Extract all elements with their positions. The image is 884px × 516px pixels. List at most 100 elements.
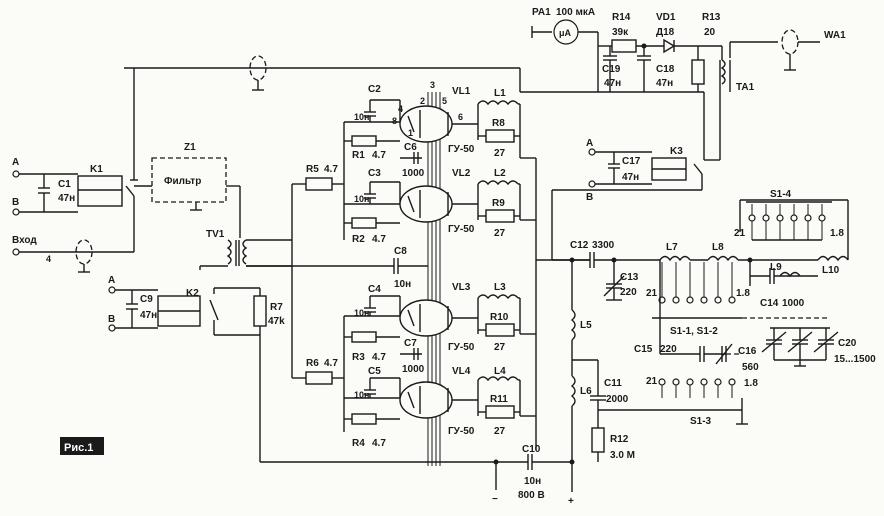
r3-value: 4.7 [372, 352, 386, 363]
c10-value: 10н [524, 476, 541, 487]
switch-s1-4[interactable] [746, 201, 832, 241]
r11-value: 27 [494, 426, 506, 437]
r10-value: 27 [494, 342, 506, 353]
s1-12-label: S1-1, S1-2 [670, 326, 718, 337]
k2-label: K2 [186, 288, 199, 299]
l6-label: L6 [580, 386, 592, 397]
c11-value: 2000 [606, 394, 629, 405]
stage-vl4 [344, 376, 521, 425]
wa1-label: WA1 [824, 30, 846, 41]
supply-bus [260, 440, 575, 492]
r1-label: R1 [352, 150, 365, 161]
k1-label: K1 [90, 164, 103, 175]
c11-label: C11 [604, 378, 622, 389]
tv1-label: TV1 [206, 229, 225, 240]
c15-value: 220 [660, 344, 677, 355]
capacitor-c8 [246, 258, 428, 274]
filter-z1 [151, 157, 241, 238]
c1-value: 47н [58, 193, 75, 204]
relay-k1 [77, 175, 123, 207]
z1-label: Z1 [184, 142, 196, 153]
r7-label: R7 [270, 302, 283, 313]
input-pin-label: 4 [46, 254, 51, 264]
r4-label: R4 [352, 438, 365, 449]
k2-input-b: B [108, 314, 115, 325]
supply-minus: − [492, 494, 498, 505]
l9-label: L9 [770, 262, 782, 273]
l3-label: L3 [494, 282, 506, 293]
grid-resistors [292, 122, 345, 432]
vl2-label: VL2 [452, 168, 471, 179]
vl2-type: ГУ-50 [448, 224, 475, 235]
c1-label: C1 [58, 179, 71, 190]
resistor-r3 [351, 331, 377, 343]
c8-value: 10н [394, 279, 411, 290]
r6-value: 4.7 [324, 358, 338, 369]
pin-5-label: 5 [442, 96, 447, 106]
figure-badge: Рис.1 [60, 437, 104, 455]
r6-label: R6 [306, 358, 319, 369]
r5-label: R5 [306, 164, 319, 175]
l8-label: L8 [712, 242, 724, 253]
c15-label: C15 [634, 344, 653, 355]
c9-value: 47н [140, 310, 157, 321]
input-label: Вход [12, 235, 37, 246]
r8-value: 27 [494, 148, 506, 159]
r8-label: R8 [492, 118, 505, 129]
c4-value: 10н [354, 308, 369, 318]
vd1-value: Д18 [656, 27, 675, 38]
resistor-r4 [351, 413, 377, 425]
supply-plus: + [568, 496, 574, 507]
r2-value: 4.7 [372, 234, 386, 245]
input-relay-block [12, 68, 152, 273]
r13-label: R13 [702, 12, 721, 23]
tube-vl2 [399, 185, 453, 223]
pi-network [659, 199, 849, 286]
capacitor-c20 [761, 327, 839, 367]
l1-label: L1 [494, 88, 506, 99]
resistor-r7 [253, 295, 267, 327]
c18-label: C18 [656, 64, 675, 75]
switch-s1-3[interactable] [658, 260, 748, 425]
pin-1-label: 1 [408, 128, 413, 138]
c14-value: 1000 [782, 298, 805, 309]
r9-label: R9 [492, 198, 505, 209]
r3-label: R3 [352, 352, 365, 363]
vl3-label: VL3 [452, 282, 471, 293]
r4-value: 4.7 [372, 438, 386, 449]
c17-value: 47н [622, 172, 639, 183]
c20-value: 15...1500 [834, 354, 876, 365]
k2-input-a: A [108, 275, 115, 286]
c5-label: C5 [368, 366, 381, 377]
c19-value: 47н [604, 78, 621, 89]
r14-value: 39к [612, 27, 629, 38]
relay-k3-block [551, 60, 721, 260]
k3-input-b: B [586, 192, 593, 203]
c4-label: C4 [368, 284, 381, 295]
ta1-label: TA1 [736, 82, 755, 93]
anode-bus [519, 140, 590, 450]
l10-label: L10 [822, 265, 840, 276]
input-b-label: B [12, 197, 19, 208]
c12-label: C12 [570, 240, 589, 251]
c14-label: C14 [760, 298, 779, 309]
switch-s1-1-s1-2[interactable] [652, 262, 830, 319]
r12-label: R12 [610, 434, 629, 445]
vd1-label: VD1 [656, 12, 676, 23]
pin-8-label: 8 [392, 116, 397, 126]
pin-2-label: 2 [420, 96, 425, 106]
tube-vl3 [399, 299, 453, 337]
c3-label: C3 [368, 168, 381, 179]
coax-top [124, 55, 705, 160]
c16-value: 560 [742, 362, 759, 373]
figure-tag: Рис.1 [64, 442, 93, 454]
c12-value: 3300 [592, 240, 615, 251]
pin-4-label: 4 [398, 104, 403, 114]
pa1-value: 100 мкА [556, 7, 595, 18]
c16-label: C16 [738, 346, 757, 357]
s1-3-21: 21 [646, 376, 658, 387]
stage-vl1 [344, 99, 521, 164]
c7-value: 1000 [402, 364, 425, 375]
r12-value: 3.0 М [610, 450, 635, 461]
